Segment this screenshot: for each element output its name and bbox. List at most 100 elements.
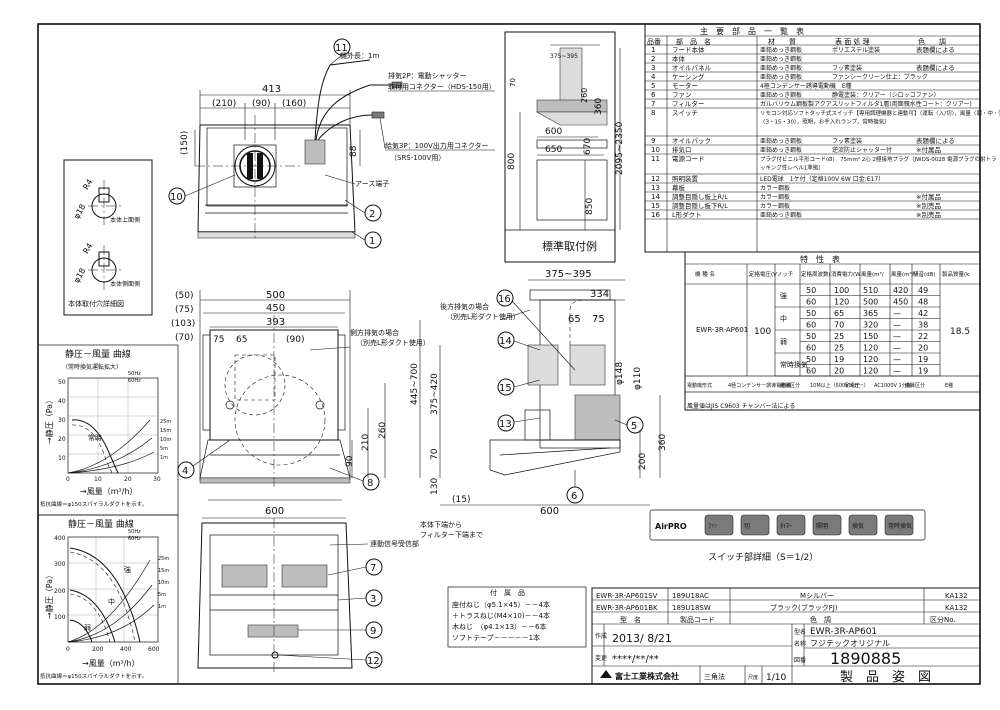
spec-cell-value: —: [893, 367, 901, 376]
graph1-legend-60: 60Hz: [128, 378, 141, 384]
parts-cell-material: 亜鉛めっき鋼板: [760, 64, 802, 72]
dim-top-width: 413: [262, 84, 281, 95]
spec-cell-value: 48: [918, 298, 928, 307]
dim-front-600: 600: [265, 506, 284, 517]
parts-cell-no: 7: [651, 100, 655, 108]
dim-top-c: (160): [282, 99, 306, 109]
drawing-title: 製 品 姿 図: [840, 669, 931, 685]
graph1-xlabel: →風量（m³/h）: [80, 487, 137, 496]
parts-cell-color: ※別売品: [916, 210, 941, 219]
graph1-duct-10: 10m: [160, 437, 171, 443]
callout-6: 6: [571, 491, 577, 502]
parts-cell-name: フード本体: [672, 45, 705, 54]
spec-weight: 18.5: [950, 327, 970, 337]
note-earth: アース端子: [355, 179, 389, 188]
graph1-xtick-30: 30: [153, 476, 161, 483]
hole-d-upper: φ18: [72, 203, 88, 221]
switch-detail-title: スイッチ部詳細（S＝1/2）: [708, 551, 818, 563]
parts-cell-name: 排気口: [672, 145, 692, 154]
spec-footer-cell: 電動機形式: [687, 382, 712, 389]
note-supply-3p-sub: （SRS-100V用）: [390, 154, 445, 162]
spec-cell-value: 120: [834, 298, 849, 307]
switch-button: ﾀｲﾏｰ: [776, 514, 806, 536]
note-rear-exhaust: 後方排気の場合: [440, 302, 489, 311]
spec-cell-value: 20: [834, 367, 844, 376]
switch-button: 換気: [848, 514, 878, 536]
dim-side-375: 375~420: [430, 373, 440, 415]
graph2-label-mid: 中: [108, 597, 115, 606]
spec-cell-value: 150: [863, 332, 878, 341]
parts-cell-color: 表題欄による: [916, 136, 955, 145]
graph2-xtick-200: 200: [92, 646, 104, 653]
callout-15: 15: [499, 383, 512, 394]
parts-cell-name: 調整目隠し板上R/L: [672, 192, 728, 201]
graph2-label-weak: 弱: [84, 624, 91, 632]
parts-cell-no: 4: [651, 73, 656, 81]
spec-footer-cell: 4極コンデンサー誘導電動機: [728, 382, 791, 389]
switch-button: 照明: [812, 514, 842, 536]
title-block: EWR-3R-AP601SV 189U18AC Mシルバー KA132 EWR-…: [591, 587, 981, 685]
dim-top-b: (90): [252, 99, 270, 109]
graph1-subtitle: （常時換気運転拡大）: [62, 363, 122, 371]
spec-cell-value: 120: [863, 367, 878, 376]
parts-cell-no: 1: [651, 46, 655, 54]
dim-side-height: 445~700: [410, 363, 420, 405]
parts-cell-finish: フッ素塗装: [832, 137, 862, 145]
callout-13: 13: [499, 419, 512, 430]
graph2-ylabel: →静圧（Pa）: [44, 571, 54, 619]
revise-label: 変更: [595, 654, 607, 662]
switch-brand: AirPRO: [655, 522, 687, 531]
parts-cell-name: オイルパック: [672, 137, 711, 145]
fit-dim-total: 2095~2350: [615, 121, 625, 175]
graph1-duct-15: 15m: [160, 428, 171, 434]
parts-cell-finish: ポリエステル塗装: [832, 46, 880, 54]
spec-title: 特 性 表: [800, 254, 840, 264]
parts-table: 主 要 部 品 一 覧 表 品番 部 品 名 材 質 表 面 処 理 色 調 1…: [644, 23, 1000, 253]
dim-side-200: 200: [638, 453, 648, 470]
graph1-ytick-20: 20: [58, 436, 66, 443]
variant-1-color: Mシルバー: [800, 592, 834, 600]
spec-cell-value: 25: [834, 332, 844, 341]
dim-front-450: 450: [266, 303, 285, 314]
parts-cell-material: 4極コンデンサー誘導電動機 E種: [760, 82, 852, 90]
spec-cell-value: 19: [918, 355, 928, 364]
parts-cell-no: 5: [651, 82, 655, 90]
hole-r-upper: R4: [81, 178, 94, 192]
parts-cell-name: フィルター: [672, 99, 704, 108]
graph2-xtick-400: 400: [120, 646, 132, 653]
parts-cell-no: 15: [651, 202, 660, 210]
parts-cell-color: 表題欄による: [916, 63, 955, 72]
dim-side-600: 600: [540, 506, 559, 517]
note-filter-bottom-2: フィルター下端まで: [420, 530, 483, 539]
parts-header-material: 材 質: [768, 37, 796, 46]
scale-value: 1/10: [766, 673, 786, 683]
parts-cell-finish: フッ素塗装: [832, 64, 862, 72]
variant-2-no: KA132: [945, 604, 968, 612]
spec-footer-cell: 絶縁区分: [780, 382, 800, 389]
spec-cell-value: 19: [918, 367, 928, 376]
callout-14: 14: [499, 336, 512, 347]
name-label: 名称: [794, 640, 806, 648]
parts-cell-name: 電源コード: [672, 154, 705, 163]
parts-cell-name: 幕板: [672, 183, 686, 192]
parts-cell-material: 亜鉛めっき鋼板: [760, 55, 802, 63]
dim-front-393: 393: [266, 317, 285, 328]
standard-install-view: 375~395 600 650 800 850 2095~2350 670 36…: [504, 31, 625, 263]
spec-cell-notch: 常時換気: [780, 360, 808, 369]
switch-button: 切: [740, 514, 770, 536]
parts-cell-name: L形ダクト: [672, 210, 702, 219]
dim-side-depth: 375~395: [545, 269, 592, 280]
accessories: 付 属 品 座付ねじ（φ5.1×45）－－4本 ＋トラスねじ(M4×10)－－4…: [447, 586, 587, 648]
parts-cell-material: 亜鉛めっき鋼板: [760, 73, 802, 81]
